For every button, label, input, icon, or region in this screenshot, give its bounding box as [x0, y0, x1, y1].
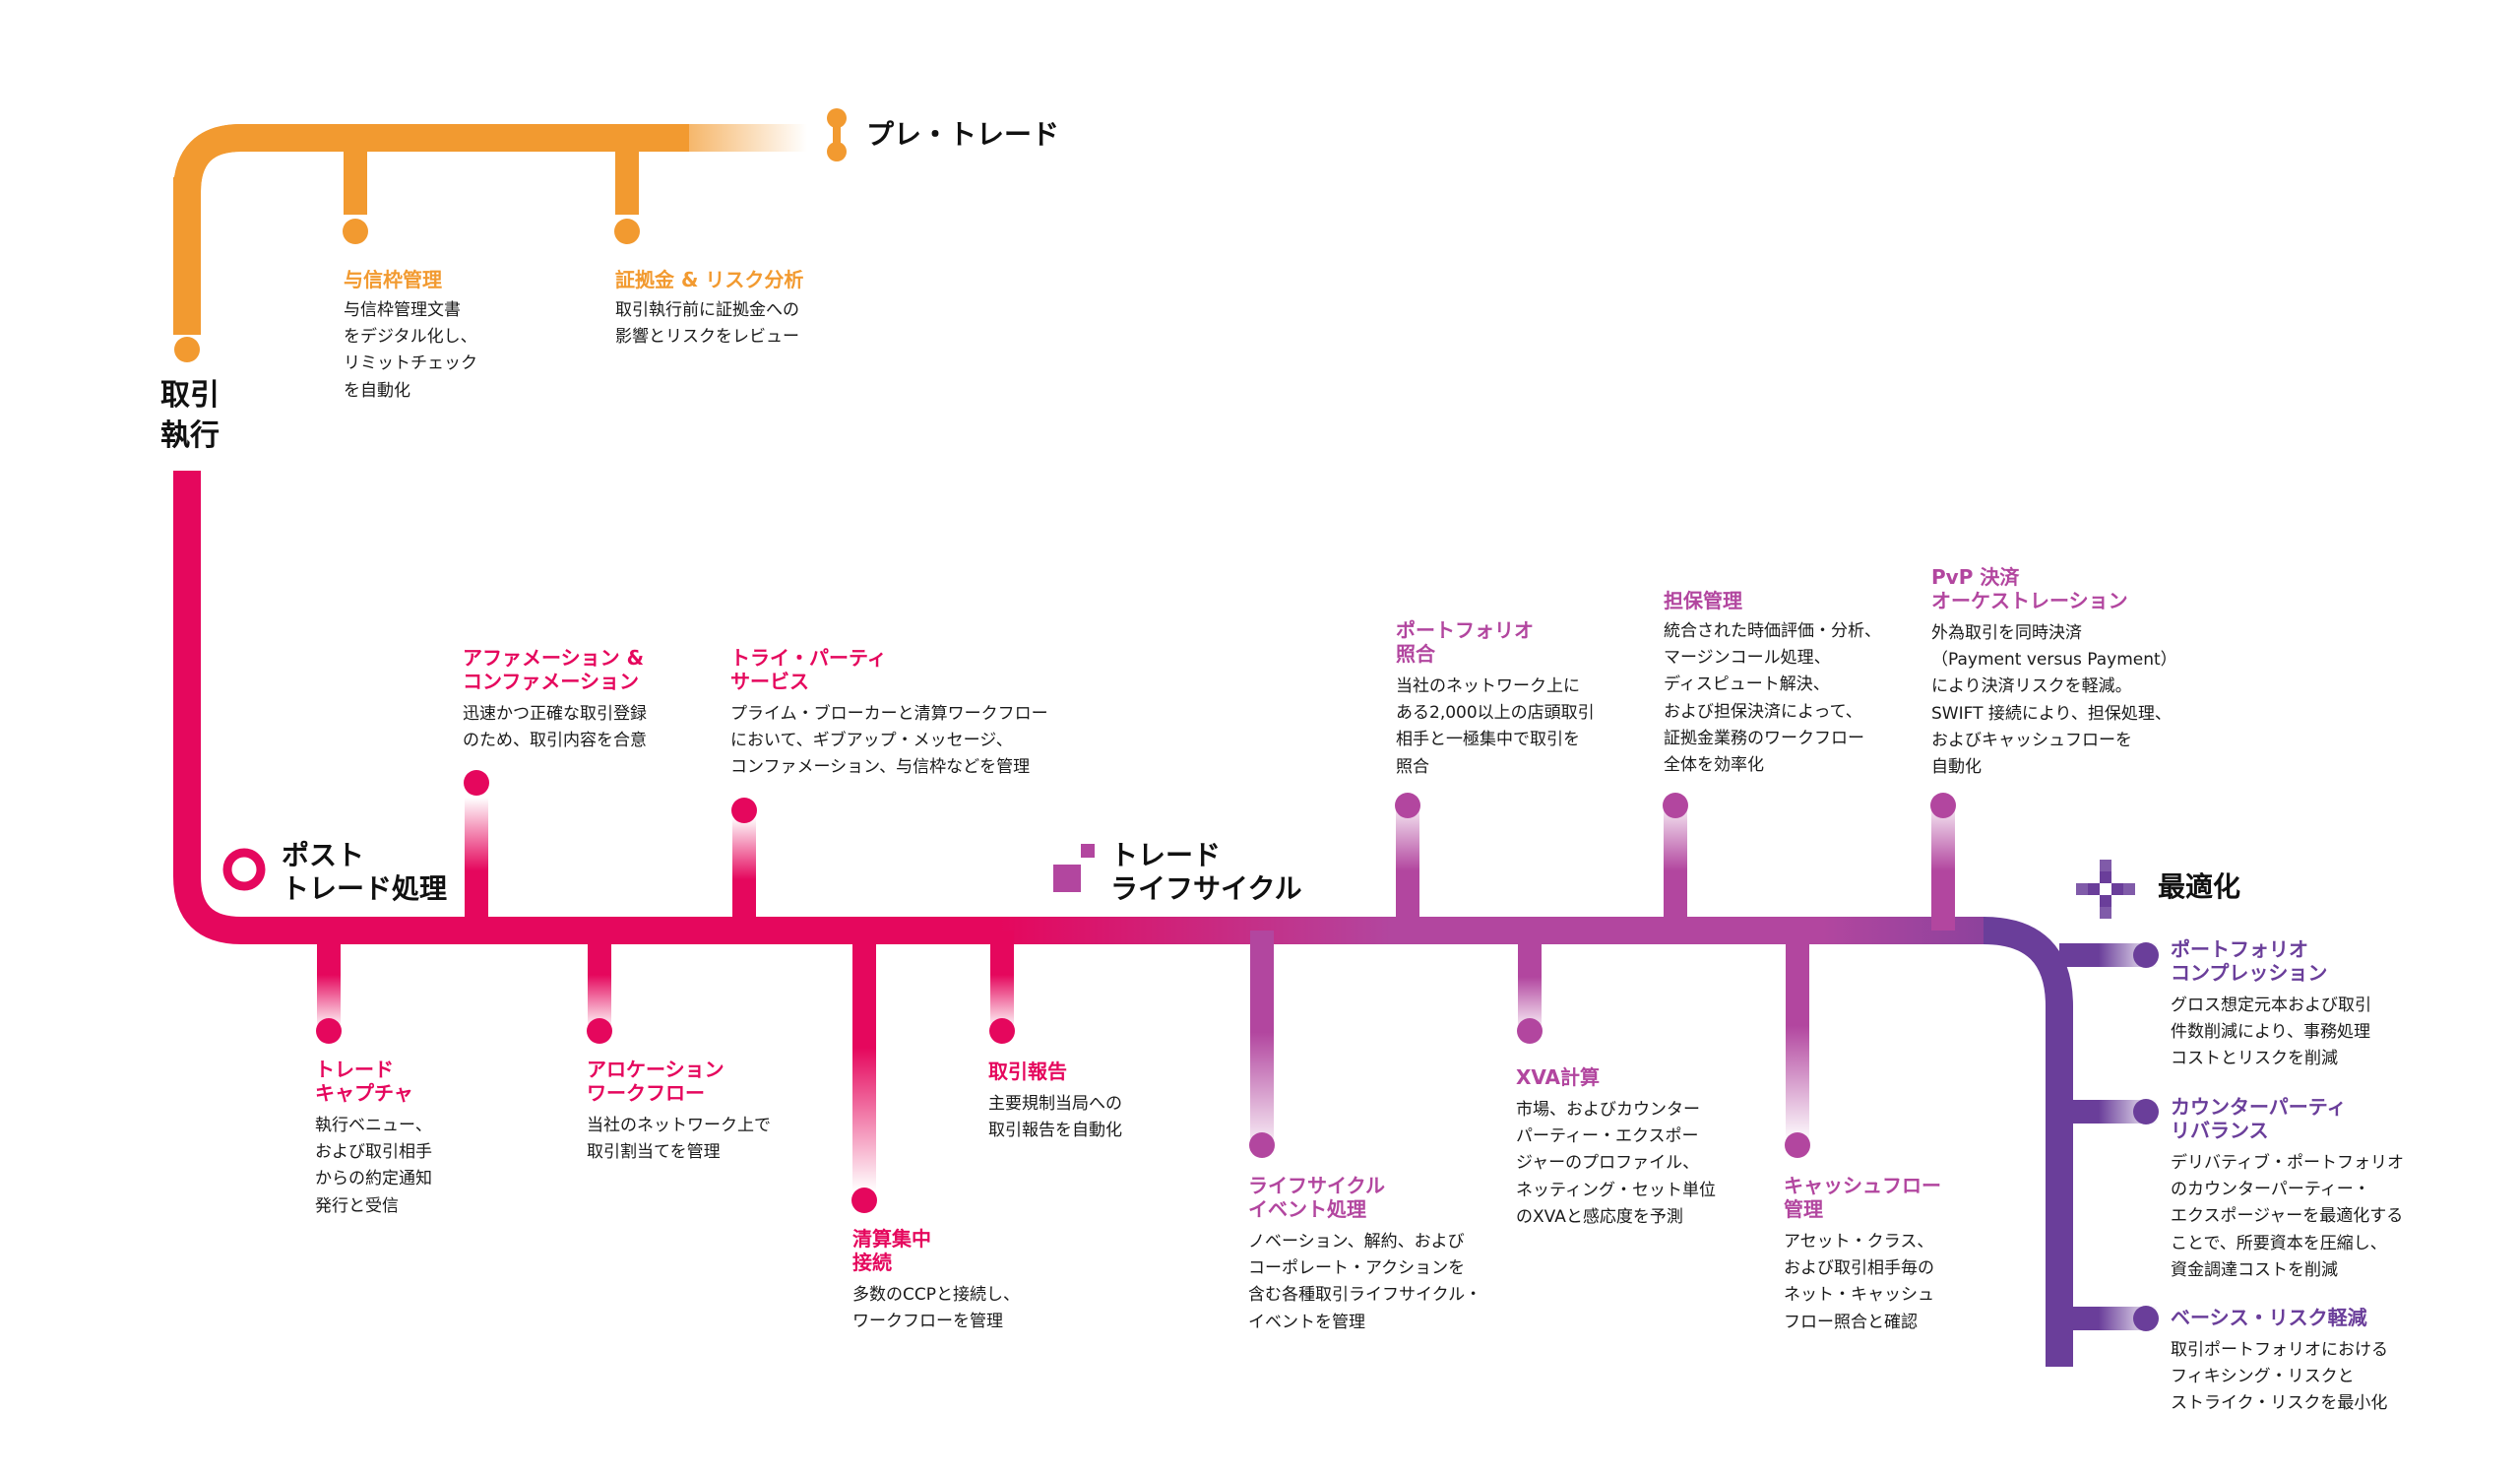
lifecycle-section-icon — [1053, 844, 1095, 892]
branches-optimization — [2059, 943, 2158, 1330]
pre-trade-line — [173, 124, 807, 337]
node-title-cashflow: キャッシュフロー 管理 — [1784, 1174, 1941, 1222]
node-dot-margin[interactable] — [614, 219, 640, 244]
node-desc-clearing: 多数のCCPと接続し、 ワークフローを管理 — [852, 1285, 1020, 1332]
node-dot-cashflow[interactable] — [1785, 1132, 1810, 1158]
node-desc-pvp: 外為取引を同時決済 （Payment versus Payment） により決済… — [1931, 623, 2177, 777]
node-desc-cpty: デリバティブ・ポートフォリオ のカウンターパーティー・ エクスポージャーを最適化… — [2171, 1153, 2404, 1280]
branches-up — [465, 798, 1955, 931]
node-desc-portrec: 当社のネットワーク上に ある2,000以上の店頭取引 相手と一極集中で取引を 照… — [1396, 676, 1595, 777]
optimization-section-icon — [2076, 860, 2135, 919]
node-dot-portrec[interactable] — [1395, 793, 1420, 818]
node-dot-capture[interactable] — [316, 1018, 342, 1044]
node-desc-collat: 統合された時価評価・分析、 マージンコール処理、 ディスピュート解決、 および担… — [1664, 621, 1881, 775]
node-title-pvp: PvP 決済 オーケストレーション — [1931, 565, 2128, 613]
execution-dot — [174, 337, 200, 362]
node-dot-clearing[interactable] — [851, 1188, 877, 1213]
node-dot-lifeevent[interactable] — [1249, 1132, 1275, 1158]
main-lifecycle-line — [173, 471, 2073, 1367]
node-desc-triparty: プライム・ブローカーと清算ワークフロー において、ギブアップ・メッセージ、 コン… — [730, 704, 1048, 778]
node-dot-pvp[interactable] — [1930, 793, 1956, 818]
node-title-report: 取引報告 — [988, 1060, 1067, 1083]
node-desc-compress: グロス想定元本および取引 件数削減により、事務処理 コストとリスクを削減 — [2171, 995, 2371, 1069]
node-dot-basis[interactable] — [2133, 1306, 2159, 1331]
post-trade-section-icon — [222, 848, 266, 891]
node-dot-xva[interactable] — [1517, 1018, 1543, 1044]
node-dot-cpty[interactable] — [2133, 1099, 2159, 1124]
node-desc-alloc: 当社のネットワーク上で 取引割当てを管理 — [587, 1116, 771, 1163]
section-post-trade: ポスト トレード処理 — [282, 839, 448, 905]
node-desc-credit: 与信枠管理文書 をデジタル化し、 リミットチェック を自動化 — [344, 300, 477, 401]
node-dot-alloc[interactable] — [587, 1018, 612, 1044]
node-desc-margin: 取引執行前に証拠金への 影響とリスクをレビュー — [615, 300, 799, 348]
node-title-cpty: カウンターパーティ リバランス — [2171, 1095, 2347, 1143]
section-trade-lifecycle: トレード ライフサイクル — [1110, 839, 1302, 905]
node-title-xva: XVA計算 — [1516, 1065, 1601, 1089]
section-execution: 取引 執行 — [160, 378, 220, 453]
node-title-clearing: 清算集中 接続 — [852, 1227, 931, 1275]
node-title-credit: 与信枠管理 — [344, 268, 442, 291]
node-title-affirm: アファメーション & コンファメーション — [463, 646, 645, 694]
node-desc-lifeevent: ノベーション、解約、および コーポレート・アクションを 含む各種取引ライフサイク… — [1248, 1232, 1482, 1332]
node-dot-affirm[interactable] — [464, 770, 489, 796]
node-title-alloc: アロケーション ワークフロー — [587, 1058, 724, 1106]
branches-down — [317, 931, 1809, 1191]
node-dot-compress[interactable] — [2133, 942, 2159, 968]
node-dot-report[interactable] — [989, 1018, 1015, 1044]
pre-trade-section-icon — [827, 108, 847, 161]
node-title-margin: 証拠金 & リスク分析 — [615, 268, 804, 291]
node-title-collat: 担保管理 — [1664, 589, 1742, 612]
node-dot-credit[interactable] — [343, 219, 368, 244]
node-desc-affirm: 迅速かつ正確な取引登録 のため、取引内容を合意 — [463, 704, 647, 751]
node-dot-collat[interactable] — [1663, 793, 1688, 818]
node-desc-basis: 取引ポートフォリオにおける フィキシング・リスクと ストライク・リスクを最小化 — [2171, 1340, 2388, 1414]
section-optimization: 最適化 — [2158, 870, 2241, 903]
node-desc-cashflow: アセット・クラス、 および取引相手毎の ネット・キャッシュ フロー照合と確認 — [1784, 1232, 1934, 1332]
node-desc-report: 主要規制当局への 取引報告を自動化 — [988, 1094, 1122, 1141]
node-title-triparty: トライ・パーティ サービス — [730, 646, 887, 694]
node-dot-triparty[interactable] — [731, 798, 757, 823]
node-title-basis: ベーシス・リスク軽減 — [2171, 1306, 2367, 1329]
node-title-capture: トレード キャプチャ — [315, 1058, 413, 1106]
node-title-portrec: ポートフォリオ 照合 — [1396, 618, 1534, 667]
node-title-lifeevent: ライフサイクル イベント処理 — [1248, 1174, 1385, 1222]
node-desc-capture: 執行ベニュー、 および取引相手 からの約定通知 発行と受信 — [315, 1116, 432, 1216]
node-desc-xva: 市場、およびカウンター パーティー・エクスポー ジャーのプロファイル、 ネッティ… — [1516, 1100, 1716, 1227]
node-title-compress: ポートフォリオ コンプレッション — [2171, 937, 2328, 986]
section-pre-trade: プレ・トレード — [866, 118, 1060, 151]
